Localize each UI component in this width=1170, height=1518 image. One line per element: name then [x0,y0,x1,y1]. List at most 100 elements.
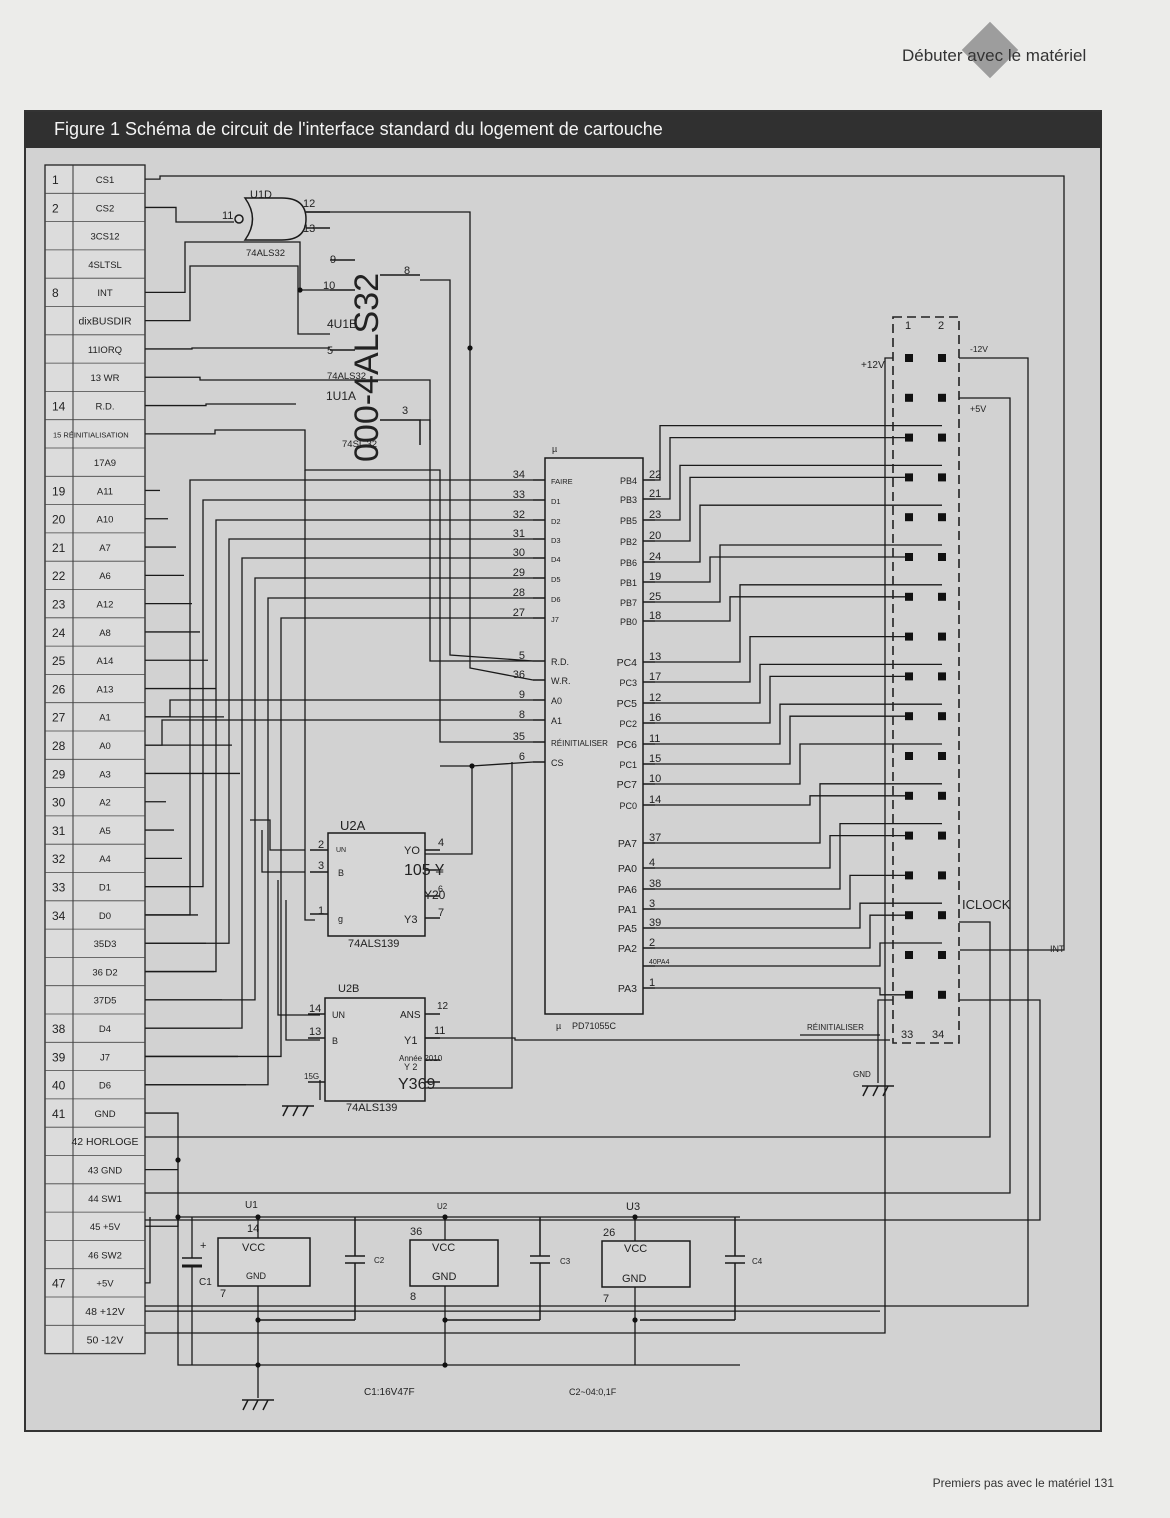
connector-pin-name: A6 [99,571,111,582]
wire [145,719,533,746]
header-pin [905,990,913,999]
gate-u1b: 4U1B 74ALS32 9 10 8 5 [323,254,410,382]
u3-ref: U3 [626,1201,640,1213]
header-pin [938,473,946,482]
connector-pin-name: A3 [99,769,111,780]
ppi-right-pin-number: 38 [649,878,661,890]
u2b-pin-name: B [332,1036,338,1046]
ppi-right-pin-number: 19 [649,571,661,583]
wire [655,596,909,622]
ppi-right-pin-name: PB4 [620,476,637,486]
connector-pin-name: A7 [99,543,111,554]
u1-vcc-label: VCC [242,1242,265,1254]
wire [655,476,909,542]
power-chip [217,1237,311,1287]
c3-label: C3 [560,1257,571,1266]
wire [655,743,942,785]
wire [145,403,296,407]
u2a-pin-name: Y20 [424,888,446,902]
ppi-right-pin-name: PC7 [617,779,638,791]
ppi-right-pin-number: 1 [649,977,655,989]
ppi-left-pin-name: A1 [551,716,562,726]
header-col-2: 2 [938,320,944,332]
connector-pin-number: 30 [52,796,66,810]
wire [655,703,942,745]
wire [145,499,533,888]
connector-pin-name: A14 [97,656,114,667]
c1-plus: + [200,1240,206,1252]
header-pin [938,553,946,561]
wire [285,900,320,1041]
c2-value: C2~04:0,1F [569,1387,617,1397]
gate-u1a: 1U1A 74SL 32 3 [326,389,408,450]
connector-pin-number: 19 [52,484,66,498]
u2-vcc-label: VCC [432,1242,455,1254]
wire [420,279,534,662]
reset-label: RÉINITIALISER [807,1023,864,1032]
ppi-left-pin-number: 31 [513,528,525,540]
connector-pin-name: D4 [99,1024,111,1035]
decoder-u2b: U2B 74ALS139 14 UN 13 B 15G 12 ANS 11 Y1… [304,983,449,1114]
header-pin [905,354,913,362]
u1a-part: 74SL 32 [342,439,377,450]
wire [145,538,533,944]
overlay-label: 000-4ALS32 [348,273,386,462]
header-pin [905,433,913,442]
header-pin [938,831,946,840]
wire [655,424,942,481]
header-pin [905,393,913,402]
u1b-ref: 4U1B [327,317,357,331]
wire [145,1217,151,1284]
ppi-right-pin-name: PB1 [620,578,637,588]
connector-pin-number: 39 [52,1050,66,1064]
minus12-label: -12V [970,344,988,354]
ppi-right-pin-name: PA1 [618,904,637,916]
u1b-pin-8: 8 [404,265,410,277]
connector-pin-number: 34 [52,909,66,923]
u2-gnd-pin: 8 [410,1291,416,1303]
ppi-right-pin-number: 4 [649,857,655,869]
connector-pin-name: A1 [99,713,111,724]
ppi-left-pin-name: J7 [551,615,559,624]
header-pin [938,632,946,641]
header-col-1: 1 [905,320,911,332]
ppi-right-pin-number: 14 [649,794,661,806]
u3-vcc-pin: 26 [603,1227,615,1239]
u2a-pin-name: UN [336,847,346,854]
connector-pin-name: 44 SW1 [88,1194,122,1205]
wire [145,206,234,223]
power-chip [601,1240,691,1288]
wire [145,357,1029,1307]
wire [655,795,909,806]
wire [655,663,942,704]
ppi-left-pin-name: D4 [551,555,561,564]
header-connector: 1 2 33 34 +12V -12V +5V ICLOCK INT RÉINI… [807,320,1065,1079]
ppi-right-pin-number: 13 [649,651,661,663]
junction-dot [297,287,303,293]
header-pin [938,712,946,721]
u2a-pin-num: 6 [438,884,443,894]
u1b-part: 74ALS32 [327,371,366,382]
connector-pin-number: 26 [52,682,66,696]
wire [655,584,942,663]
connector-pin-number: 20 [52,513,66,527]
u1b-pin-5: 5 [327,345,333,357]
ppi-right-pin-name: PB2 [620,537,637,547]
u1-gnd-pin: 7 [220,1288,226,1300]
header-pin [905,831,913,840]
u2a-pin-num: 2 [318,839,324,851]
junction-dot [255,1362,261,1368]
u2a-pin-num: 4 [438,837,444,849]
ppi-right-pin-number: 37 [649,832,661,844]
wire [877,999,893,1083]
wire [250,819,305,851]
ppi-left-pin-name: RÉINITIALISER [551,739,608,748]
header-pin [905,712,913,721]
u2b-ref: U2B [338,983,359,995]
connector-pin-name: INT [97,288,113,299]
junction-dot [442,1214,448,1220]
ppi-left-pin-name: D3 [551,536,561,545]
wire [655,914,909,949]
wire [145,429,533,743]
